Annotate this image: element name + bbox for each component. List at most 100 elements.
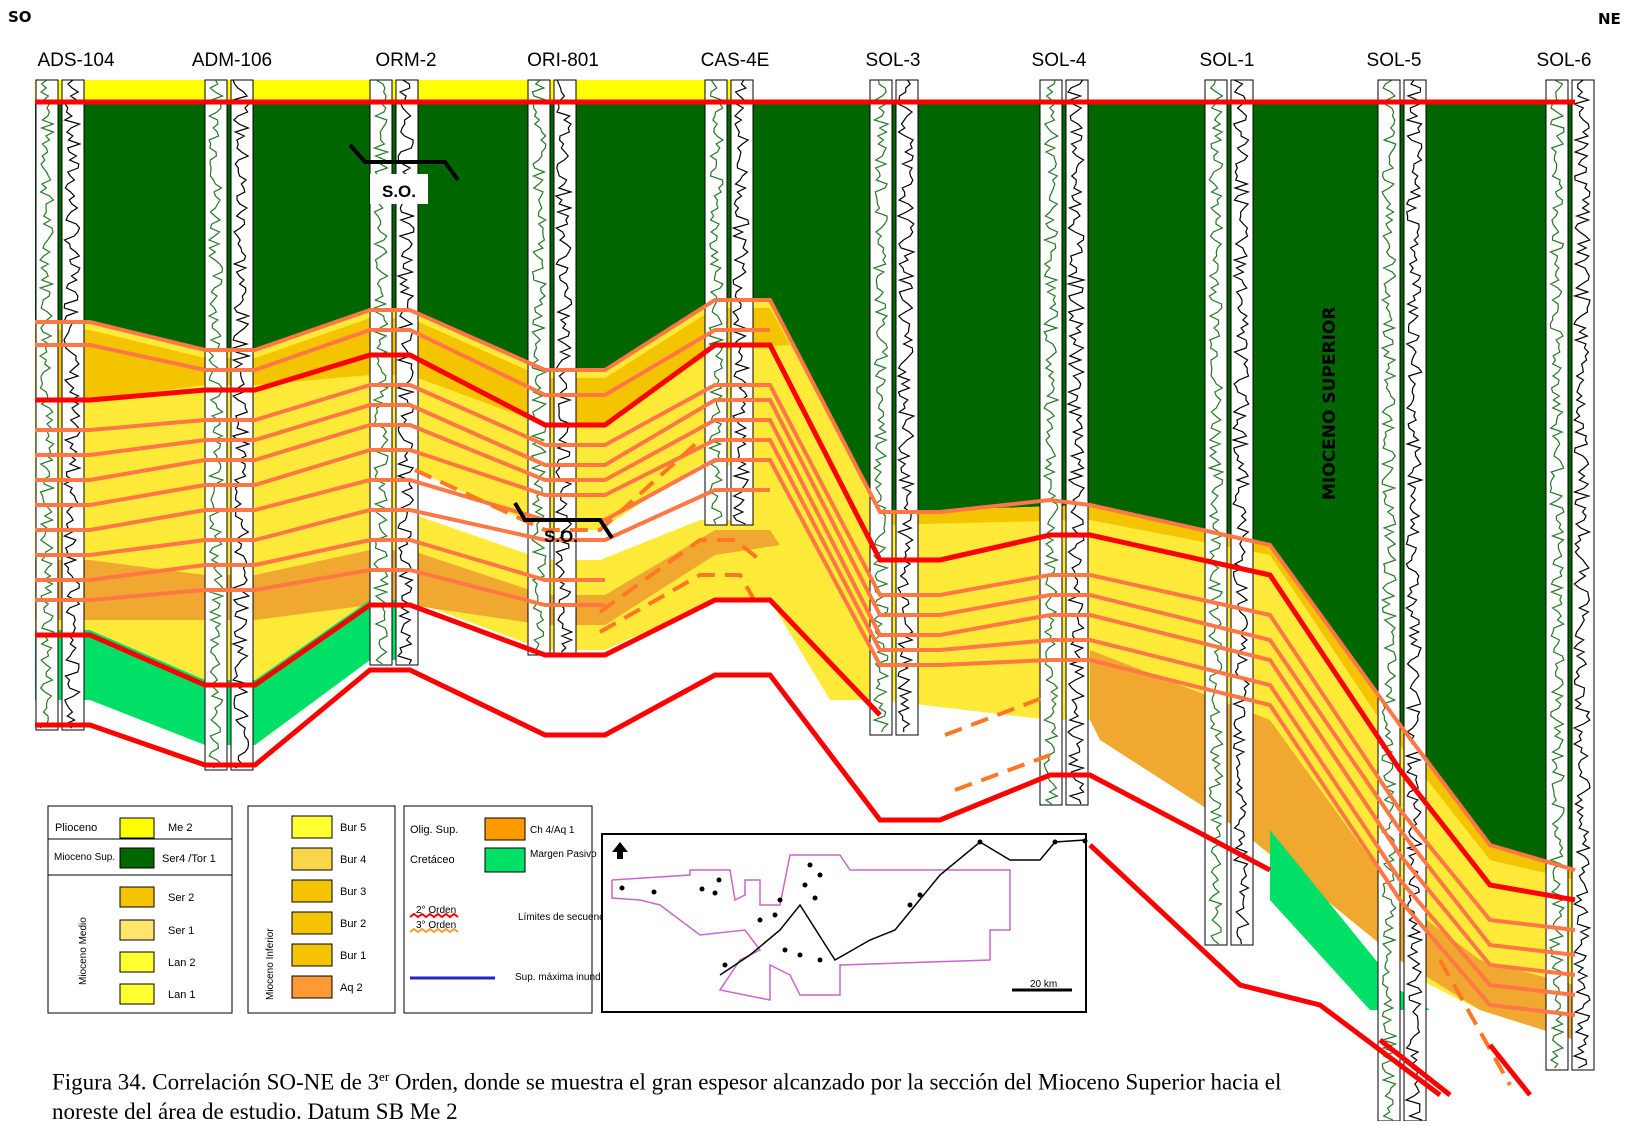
legend-swatch-bur3 [291,879,333,903]
stratum-cretaceo-right [1270,830,1430,1010]
well-log-curve [62,79,82,729]
well-label-sol-4: SOL-4 [1032,50,1087,71]
well-log-curve [1572,79,1592,1069]
seq-line-2nd [1088,843,1442,1097]
legend-unit-aq2: Aq 2 [340,982,363,994]
well-track [395,79,419,666]
so-annotations: S.O. S.O. [348,143,614,546]
direction-so: SO [8,8,32,26]
seq-line-dashed [598,538,762,614]
map-well-dot [772,912,778,918]
map-well-dot [802,882,808,888]
map-well-dot [917,892,923,898]
legend-swatch-ser1 [119,919,155,941]
so-box-1 [370,174,428,204]
well-track [369,79,393,666]
seq-line-dashed [954,753,1051,792]
caption-part2: Orden, donde se muestra el gran espesor … [52,1069,1282,1124]
map-well-dot [651,889,657,895]
map-frame [601,833,1087,1013]
legend-swatch-me2 [119,817,155,839]
map-well-dot [699,886,705,892]
well-log-curve [1404,79,1424,1121]
well-label-sol-3: SOL-3 [866,50,921,71]
legend-unit-bur3: Bur 3 [340,886,366,898]
well-track [230,79,254,771]
so-label-1: S.O. [382,182,416,201]
seq-line-3rd [35,568,605,607]
well-log-column [35,79,85,731]
stratum-mioceno-superior [35,102,1575,870]
map-well-dot [712,890,718,896]
well-log-curve [1548,79,1565,1069]
so-bracket-1 [348,143,460,182]
legend-swatch-ser2 [119,886,155,908]
seq-line-2nd [35,342,1576,903]
direction-ne: NE [1598,10,1621,28]
well-label-sol-6: SOL-6 [1537,50,1592,71]
seq-line-2nd [35,667,1272,873]
legend-line-3rd-order [409,927,459,934]
legend-epoch-plioceno: Plioceno [55,822,97,834]
legend-unit-bur2: Bur 2 [340,918,366,930]
map-well-dot [797,952,803,958]
well-log-curve [1207,79,1225,945]
legend-unit-ch4aq1: Ch 4/Aq 1 [530,825,575,836]
map-area-outline [611,854,1011,1001]
legend-epoch-mioceno-medio: Mioceno Medio [78,917,89,985]
legend-unit-bur5: Bur 5 [340,822,366,834]
well-log-column [204,79,254,771]
well-label-ads-104: ADS-104 [37,50,115,71]
legend-unit-ser4tor1: Ser4 /Tor 1 [162,853,216,865]
caption-superscript: er [379,1069,390,1084]
seq-line-3rd [35,438,1576,997]
location-map: 20 km [601,833,1088,1013]
well-log-column [704,79,754,526]
well-track [1403,79,1427,1121]
legend-swatch-bur4 [291,847,333,871]
seq-line-3rd [35,458,1576,1017]
map-well-dots [619,838,1088,968]
map-well-dot [722,962,728,968]
well-label-sol-1: SOL-1 [1200,50,1255,71]
map-well-dot [782,947,788,953]
well-log-curve [1380,79,1398,1121]
well-log-column [1039,79,1089,806]
caption-part1: Figura 34. Correlación SO-NE de 3 [52,1069,380,1095]
seq-line-dashed [599,573,762,634]
legend-epoch-olig: Olig. Sup. [410,824,458,836]
legend-unit-ser2: Ser 2 [168,892,194,904]
well-logs [35,79,1595,1121]
well-track [1065,79,1089,806]
well-log-curve [1230,79,1251,945]
map-well-dot [812,895,818,901]
well-log-curve [230,79,252,769]
mioceno-superior-label: MIOCENO SUPERIOR [1320,307,1340,500]
map-well-dot [817,957,823,963]
map-well-dot [1082,838,1088,844]
legend-swatch-lan2 [119,951,155,973]
well-log-curve [38,79,56,729]
well-log-column [1377,79,1427,1121]
seq-line-3rd [35,383,1576,932]
legend-unit-margen-pasivo: Margen Pasivo [530,849,597,860]
legend-swatch-bur5 [291,815,333,839]
well-track [1039,79,1063,806]
map-well-dot [716,877,722,883]
seq-line-2nd [1378,1038,1452,1097]
legend-unit-lan2: Lan 2 [168,957,196,969]
legend-swatch-ch4aq1 [484,817,526,841]
well-log-column [869,79,919,736]
well-track [895,79,919,736]
map-well-dot [817,872,823,878]
well-log-curve [1042,79,1060,805]
seq-line-dashed [414,438,702,532]
well-log-curve [1065,79,1087,805]
legend-unit-ser1: Ser 1 [168,925,194,937]
map-well-dot [1052,839,1058,845]
well-log-curve [554,79,574,653]
legend-order-2: 2° Orden [416,905,456,916]
seq-line-2nd [1488,1043,1532,1097]
seq-line-2nd [35,597,882,717]
